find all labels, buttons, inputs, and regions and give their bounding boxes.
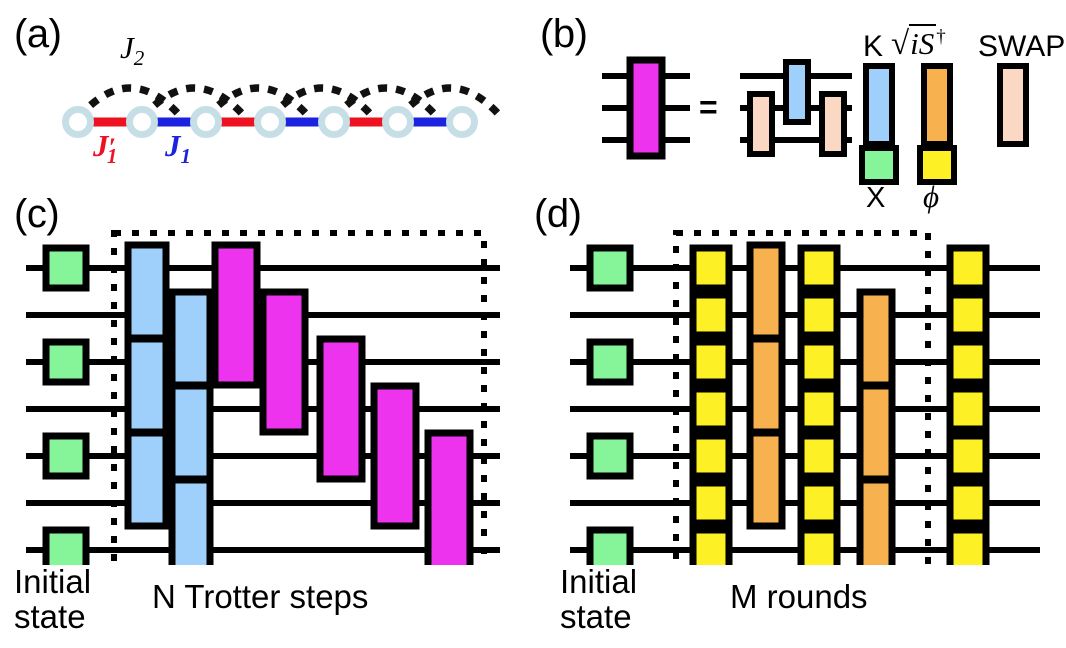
chain-site (382, 106, 414, 138)
swap-gate (819, 91, 847, 157)
k-gate (783, 59, 811, 125)
label-j1-prime: J′1 (93, 128, 118, 169)
phi-gate (946, 244, 990, 292)
coupling-arc-j2 (395, 84, 505, 121)
legend-swatch-k (863, 63, 895, 147)
coupling-arc-j2 (267, 84, 377, 121)
initial-x-gate (42, 338, 90, 386)
trotter-gate (259, 288, 309, 436)
k-gate (168, 476, 214, 565)
phi-gate (689, 385, 733, 433)
panel-c-circuit (26, 230, 500, 565)
k-gate (168, 382, 214, 483)
sqrt-iswap-dagger-gate (746, 241, 786, 342)
legend-label-phi: ϕ (923, 179, 940, 214)
panel-label-c: (c) (14, 192, 60, 236)
coupling-arc-j2 (75, 84, 185, 121)
k-gate (124, 241, 170, 342)
swap-gate (747, 91, 775, 157)
initial-x-gate (586, 244, 634, 292)
legend-swatch-swap (997, 63, 1029, 147)
phi-gate (689, 338, 733, 386)
coupling-arc-j2 (139, 84, 249, 121)
k-gate (124, 335, 170, 436)
phi-gate (946, 479, 990, 527)
composite-trotter-gate (626, 56, 666, 160)
sqrt-iswap-dagger-gate (746, 429, 786, 530)
sqrt-iswap-dagger-gate (856, 288, 896, 389)
chain-site (126, 106, 158, 138)
legend-label-sqrt-iswap-dagger: √iS† (891, 24, 946, 62)
panel-d-circuit (570, 230, 1040, 565)
initial-x-gate (42, 244, 90, 292)
caption-line: Initial (14, 563, 92, 600)
equals-sign: = (699, 89, 718, 125)
chain-site (446, 106, 478, 138)
caption-line: Initial (560, 563, 638, 600)
trotter-gate (316, 335, 366, 483)
panel-c-trotter-caption: N Trotter steps (152, 578, 369, 615)
label-j1: J1 (165, 128, 191, 169)
initial-x-gate (42, 526, 90, 565)
chain-site (62, 106, 94, 138)
initial-x-gate (42, 432, 90, 480)
phi-gate (689, 526, 733, 565)
initial-x-gate (586, 526, 634, 565)
trotter-gate (370, 382, 420, 530)
initial-x-gate (586, 432, 634, 480)
sqrt-iswap-dagger-gate (856, 476, 896, 565)
chain-site (254, 106, 286, 138)
trotter-region-box (111, 230, 487, 565)
phi-gate (689, 291, 733, 339)
caption-line: state (14, 597, 86, 635)
phi-gate (797, 244, 841, 292)
phi-gate (946, 432, 990, 480)
legend-label-x: X (866, 182, 886, 214)
initial-x-gate (586, 338, 634, 386)
phi-gate (797, 526, 841, 565)
panel-label-d: (d) (534, 192, 582, 236)
phi-gate (689, 432, 733, 480)
sqrt-iswap-dagger-gate (856, 382, 896, 483)
legend-label-swap: SWAP (978, 30, 1066, 63)
panel-d-rounds-caption: M rounds (730, 578, 868, 615)
trotter-gate (211, 241, 261, 389)
k-gate (168, 288, 214, 389)
phi-gate (946, 291, 990, 339)
panel-d-initial-state-caption: Initial state (560, 563, 638, 635)
caption-line: state (560, 597, 632, 635)
panel-c-initial-state-caption: Initial state (14, 563, 92, 635)
chain-site (190, 106, 222, 138)
phi-gate (797, 432, 841, 480)
phi-gate (689, 479, 733, 527)
phi-gate (946, 526, 990, 565)
panel-label-b: (b) (540, 12, 588, 56)
panel-label-a: (a) (14, 12, 62, 56)
legend-label-k: K (863, 30, 884, 63)
phi-gate (946, 338, 990, 386)
k-gate (124, 429, 170, 530)
rounds-region-box (673, 230, 931, 565)
legend-swatch-sqrt-iswap-dagger (921, 63, 953, 147)
phi-gate (689, 244, 733, 292)
sqrt-iswap-dagger-gate (746, 335, 786, 436)
chain-site (318, 106, 350, 138)
label-j2: J2 (120, 30, 145, 71)
legend-swatch-phi (917, 145, 957, 185)
coupling-arc-j2 (331, 84, 441, 121)
legend-swatch-x (859, 145, 899, 185)
coupling-arc-j2 (203, 84, 313, 121)
phi-gate (797, 291, 841, 339)
panel-b-decomposition (602, 56, 852, 160)
phi-gate (946, 385, 990, 433)
phi-gate (797, 338, 841, 386)
trotter-gate (424, 429, 474, 565)
phi-gate (797, 479, 841, 527)
phi-gate (797, 385, 841, 433)
panel-a-chain (62, 84, 505, 138)
